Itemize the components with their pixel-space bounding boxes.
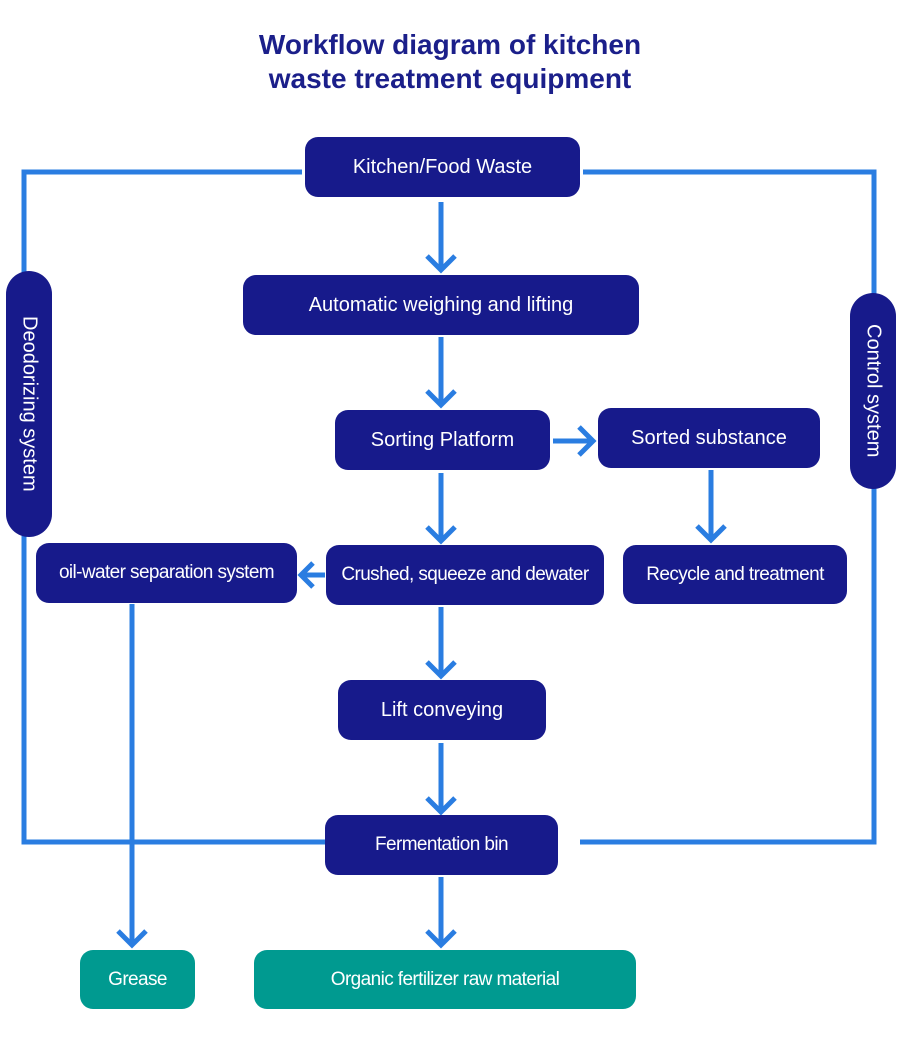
lift-conveying-node[interactable]: Lift conveying xyxy=(338,680,546,740)
organic-fertilizer-output-node[interactable]: Organic fertilizer raw material xyxy=(254,950,636,1009)
arrowhead-icon xyxy=(425,929,457,949)
sorting-platform-node[interactable]: Sorting Platform xyxy=(335,410,550,470)
control-system-node[interactable]: Control system xyxy=(850,293,896,489)
arrowhead-icon xyxy=(425,389,457,409)
kitchen-waste-node[interactable]: Kitchen/Food Waste xyxy=(305,137,580,197)
sorted-substance-node[interactable]: Sorted substance xyxy=(598,408,820,468)
recycle-treatment-node[interactable]: Recycle and treatment xyxy=(623,545,847,604)
weighing-lifting-node[interactable]: Automatic weighing and lifting xyxy=(243,275,639,335)
arrowhead-icon xyxy=(297,561,315,589)
arrowhead-icon xyxy=(695,524,727,544)
diagram-title-line-1: Workflow diagram of kitchen xyxy=(258,29,642,60)
grease-output-node[interactable]: Grease xyxy=(80,950,195,1009)
arrowhead-icon xyxy=(116,929,148,949)
arrowhead-icon xyxy=(425,254,457,274)
control-system-label: Control system xyxy=(862,324,885,458)
deodorizing-system-node[interactable]: Deodorizing system xyxy=(6,271,52,537)
connector-control-loop xyxy=(580,169,877,845)
diagram-title-line-2: waste treatment equipment xyxy=(268,63,632,94)
arrowhead-icon xyxy=(425,796,457,816)
arrowhead-icon xyxy=(577,425,597,457)
deodorizing-system-label: Deodorizing system xyxy=(18,316,41,492)
connector-deodorizing-loop xyxy=(21,169,325,845)
arrowhead-icon xyxy=(425,525,457,545)
oil-water-separation-node[interactable]: oil-water separation system xyxy=(36,543,297,603)
crushed-squeeze-dewater-node[interactable]: Crushed, squeeze and dewater xyxy=(326,545,604,605)
fermentation-bin-node[interactable]: Fermentation bin xyxy=(325,815,558,875)
arrowhead-icon xyxy=(425,660,457,680)
